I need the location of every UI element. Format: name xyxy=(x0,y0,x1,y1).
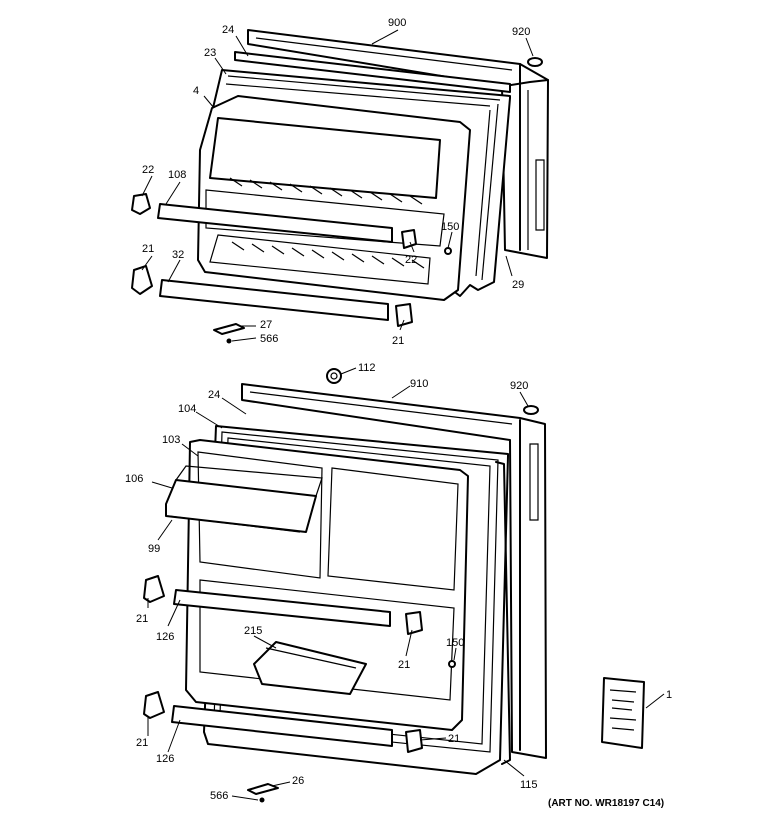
owners-manual-1 xyxy=(601,677,645,749)
label-1: 1 xyxy=(666,689,672,701)
label-106: 106 xyxy=(125,473,143,485)
label-22-right: 22 xyxy=(405,254,417,266)
bracket-21-lower-right-a xyxy=(405,611,423,635)
plug-920-bottom xyxy=(523,405,539,415)
leader-lines xyxy=(141,29,665,801)
bracket-21-lower-right-b xyxy=(405,729,423,753)
bracket-22-left xyxy=(131,193,151,215)
fresh-food-door-assembly xyxy=(143,368,547,803)
label-32: 32 xyxy=(172,249,184,261)
label-21-c: 21 xyxy=(136,613,148,625)
plug-920-top xyxy=(527,57,543,67)
label-21-a: 21 xyxy=(142,243,154,255)
label-24-top: 24 xyxy=(222,24,234,36)
label-99: 99 xyxy=(148,543,160,555)
art-number: (ART NO. WR18197 C14) xyxy=(548,798,664,809)
label-215: 215 xyxy=(244,625,262,637)
label-900-top: 900 xyxy=(388,17,406,29)
shelf-bar-32 xyxy=(159,279,389,321)
freezer-door-assembly xyxy=(131,29,549,344)
label-24-bottom: 24 xyxy=(208,389,220,401)
fresh-food-door-panel-910 xyxy=(241,383,547,759)
label-910: 910 xyxy=(410,378,428,390)
label-103: 103 xyxy=(162,434,180,446)
label-115: 115 xyxy=(520,779,538,791)
screw-150-top xyxy=(444,247,452,255)
shelf-bar-108 xyxy=(157,203,393,243)
label-21-b: 21 xyxy=(392,335,404,347)
bracket-21-upper-left xyxy=(131,265,153,295)
label-566-bottom: 566 xyxy=(210,790,228,802)
label-104: 104 xyxy=(178,403,196,415)
part-labels: 900 920 24 23 4 22 108 150 22 29 21 32 2… xyxy=(125,17,672,809)
clip-27 xyxy=(213,323,245,335)
label-150-top: 150 xyxy=(441,221,459,233)
clip-26 xyxy=(247,783,279,795)
label-23: 23 xyxy=(204,47,216,59)
label-150-bottom: 150 xyxy=(446,637,464,649)
screw-566-bottom xyxy=(259,797,265,803)
freezer-door-panel-900 xyxy=(247,29,549,259)
hinge-strip-99 xyxy=(167,515,301,533)
label-21-d: 21 xyxy=(398,659,410,671)
label-126-b: 126 xyxy=(156,753,174,765)
label-27: 27 xyxy=(260,319,272,331)
label-566-top: 566 xyxy=(260,333,278,345)
label-4: 4 xyxy=(193,85,199,97)
bracket-22-right xyxy=(401,229,417,249)
bracket-21-lower-left-a xyxy=(143,575,165,603)
shelf-bar-126-lower xyxy=(171,705,393,747)
bracket-21-lower-left-b xyxy=(143,691,165,719)
label-26: 26 xyxy=(292,775,304,787)
label-22-left: 22 xyxy=(142,164,154,176)
freezer-door-liner-4 xyxy=(197,95,471,301)
label-126-a: 126 xyxy=(156,631,174,643)
label-21-e: 21 xyxy=(136,737,148,749)
knob-112 xyxy=(326,368,342,384)
dairy-bin-106 xyxy=(165,479,317,533)
label-920-bottom: 920 xyxy=(510,380,528,392)
bracket-21-upper-right xyxy=(395,303,413,327)
label-920-top: 920 xyxy=(512,26,530,38)
shelf-bar-126-upper xyxy=(173,589,391,627)
label-112: 112 xyxy=(358,362,376,374)
screw-566-top xyxy=(226,338,232,344)
label-21-f: 21 xyxy=(448,733,460,745)
label-108: 108 xyxy=(168,169,186,181)
label-29: 29 xyxy=(512,279,524,291)
screw-150-bottom xyxy=(448,660,456,668)
